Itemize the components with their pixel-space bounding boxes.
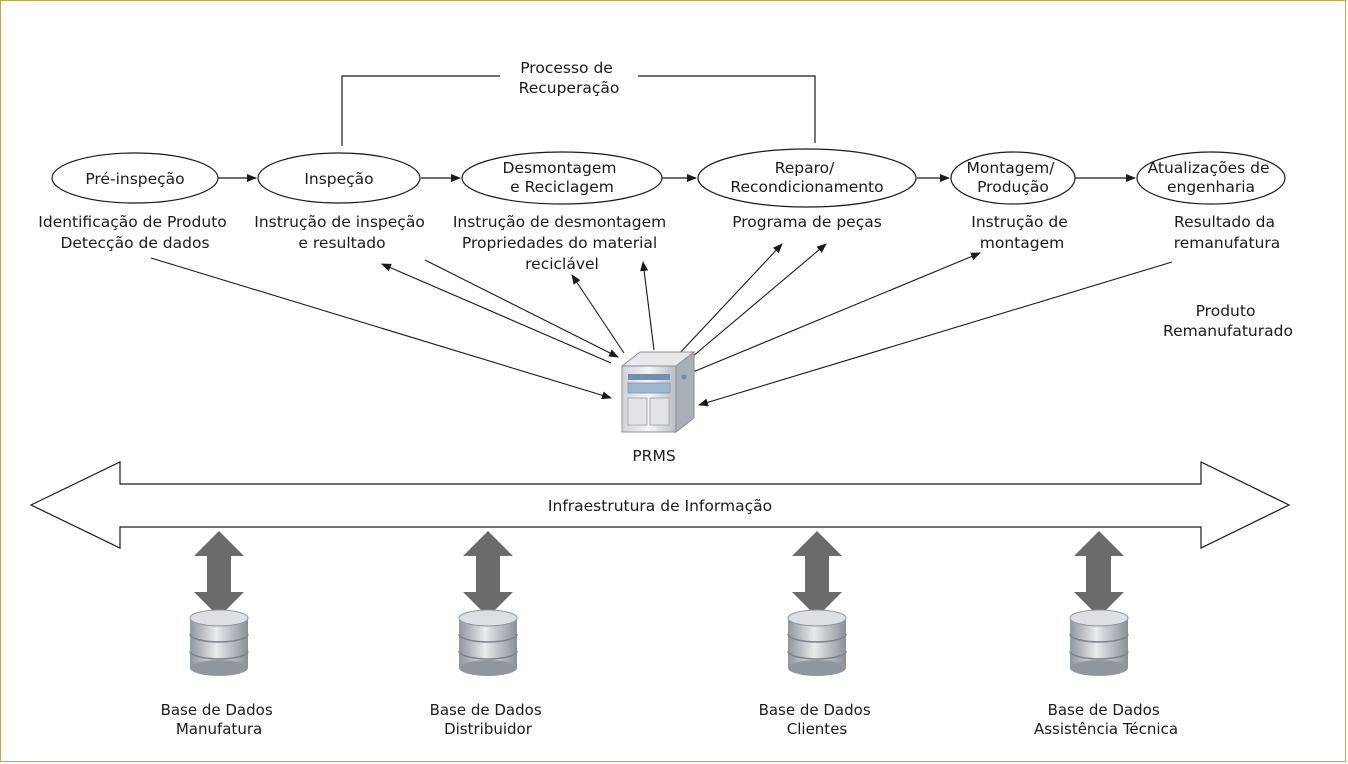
stage-info-desmontagem: Instrução de desmontagem Propriedades do… (453, 213, 671, 273)
data-arrow-to-prms (698, 261, 1173, 407)
data-arrow-from-prms (677, 243, 783, 356)
output-product-label: Produto Remanufaturado (1163, 302, 1293, 340)
server-icon (620, 350, 696, 434)
database-icon (458, 609, 518, 676)
database-label-clientes: Base de Dados Clientes (759, 701, 876, 738)
stage-inspecao: Inspeção (257, 152, 421, 204)
stage-pre-inspecao: Pré-inspeção (51, 152, 219, 204)
data-arrow-from-prms (381, 263, 612, 364)
database-label-distribuidor: Base de Dados Distribuidor (430, 701, 547, 738)
stage-info-atualizacoes: Resultado da remanufatura (1174, 213, 1281, 252)
database-connector-arrow (194, 531, 244, 617)
infrastructure-label: Infraestrutura de Informação (548, 497, 772, 515)
recovery-process-label: Processo de Recuperação (519, 59, 620, 97)
database-icon (787, 609, 847, 676)
stage-label: Desmontagem e Reciclagem (503, 159, 622, 196)
stage-label: Montagem/ Produção (967, 159, 1060, 196)
recovery-process-bracket (341, 75, 500, 146)
database-connector-arrow (1074, 531, 1124, 617)
stage-label: Pré-inspeção (85, 170, 184, 188)
database-icon (1069, 609, 1129, 676)
data-arrow-to-prms (424, 259, 619, 358)
stage-info-pre-inspecao: Identificação de Produto Detecção de dad… (38, 213, 231, 252)
data-arrow-from-prms (692, 252, 981, 373)
database-label-manufatura: Base de Dados Manufatura (161, 701, 278, 738)
stage-desmontagem: Desmontagem e Reciclagem (461, 151, 663, 205)
database-connector-arrow (463, 531, 513, 617)
data-arrow-from-prms (571, 274, 625, 354)
database-icon (189, 609, 249, 676)
recovery-process-bracket-right (638, 75, 816, 143)
database-connector-arrow (792, 531, 842, 617)
stage-atualizacoes: Atualizações de engenharia (1136, 151, 1286, 205)
data-arrow-from-prms (685, 243, 827, 363)
data-arrow-to-prms (150, 257, 612, 400)
server-label: PRMS (632, 447, 675, 465)
stage-info-montagem: Instrução de montagem (971, 213, 1073, 252)
data-arrow-from-prms (640, 261, 655, 351)
stage-info-reparo: Programa de peças (732, 213, 882, 231)
stage-label: Reparo/ Recondicionamento (730, 159, 883, 196)
database-label-assistencia: Base de Dados Assistência Técnica (1034, 701, 1178, 738)
stage-label: Inspeção (304, 170, 373, 188)
stage-reparo: Reparo/ Recondicionamento (697, 148, 917, 208)
infrastructure-double-arrow (29, 461, 1291, 549)
stage-montagem: Montagem/ Produção (950, 151, 1076, 205)
stage-info-inspecao: Instrução de inspeção e resultado (254, 213, 430, 252)
stage-label: Atualizações de engenharia (1148, 159, 1275, 196)
